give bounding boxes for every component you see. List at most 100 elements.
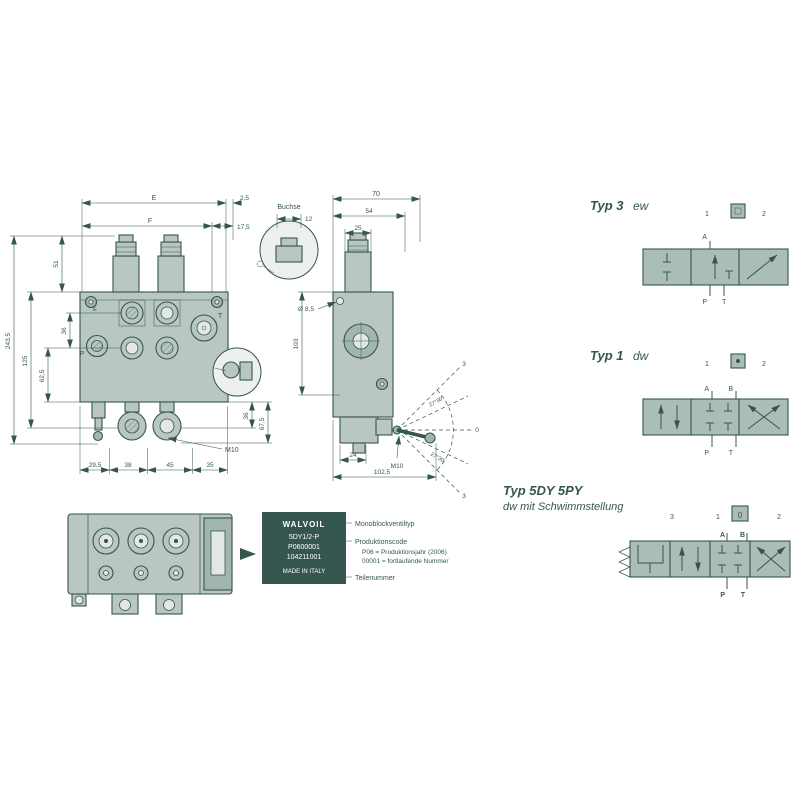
dim-67-5: 67,5: [259, 417, 266, 430]
dim-103: 103: [293, 338, 300, 349]
typ5-pos-3: 3: [670, 514, 674, 521]
plate-background: [262, 512, 346, 584]
label-m10-front: M10: [225, 447, 239, 454]
dim-243-5: 243,5: [5, 332, 12, 349]
typ5-port-p: P: [720, 592, 725, 599]
typ5-float-box: [731, 505, 749, 522]
work-ports: [120, 301, 179, 360]
callout-prod-note1: P06 = Produktionsjahr (2006): [362, 549, 447, 556]
plate-part-number: 104211001: [287, 554, 322, 561]
dim-dia-8-5: Ø 8,5: [298, 306, 314, 313]
dim-17-5: 17,5: [237, 224, 250, 231]
typ1-pos-2: 2: [762, 361, 766, 368]
plate-model: 5DY1/2-P: [289, 534, 320, 541]
dim-45: 45: [166, 462, 174, 469]
typ1-pos-1: 1: [705, 361, 709, 368]
typ3-title: Typ 3: [590, 198, 624, 213]
pointer-arrow: [240, 548, 256, 560]
detail-balloon-plug: [212, 347, 262, 397]
typ5-port-t: T: [741, 592, 746, 599]
callout-valve-type: Monoblockventiltyp: [355, 521, 415, 528]
side-spool-tower: [344, 232, 372, 293]
side-view: 70 54 25 Ø 8,5 103 24 102,5 M10 3 0 3 27…: [293, 191, 479, 500]
schematic-typ3: Typ 3 ew 1 2 A P T: [590, 198, 789, 306]
typ3-port-a: A: [702, 234, 707, 241]
typ3-port-p: P: [702, 299, 707, 306]
typ5-port-b: B: [740, 532, 745, 539]
name-plate: WALVOIL 5DY1/2-P P0600001 104211001 MADE…: [262, 512, 449, 584]
dim-35: 35: [206, 462, 214, 469]
callout-part-number: Teilenummer: [355, 575, 396, 582]
dim-f: F: [148, 218, 152, 225]
typ1-port-t: T: [729, 450, 734, 457]
plate-prod-code: P0600001: [288, 544, 320, 551]
typ3-pos-2: 2: [762, 211, 766, 218]
schematic-typ5: Typ 5DY 5PY dw mit Schwimmstellung 3 1 0…: [503, 483, 791, 599]
callout-prod-note2: 00001 = fortlaufende Nummer: [362, 558, 449, 565]
lever-pos-bottom: 3: [462, 493, 466, 500]
dim-e: E: [152, 195, 157, 202]
dim-12: 12: [305, 216, 313, 223]
detail-title: Buchse: [277, 204, 300, 211]
spool-tower-2: [157, 234, 185, 293]
label-port-t: T: [218, 313, 223, 320]
dim-38: 38: [124, 462, 132, 469]
typ5-spring: [618, 546, 631, 578]
typ1-valve-body: [642, 398, 789, 436]
dim-25: 25: [354, 225, 362, 232]
typ1-port-p: P: [704, 450, 709, 457]
front-dimension-lines: [11, 200, 271, 473]
typ3-subtitle: ew: [633, 199, 650, 213]
boss-square-2: [153, 299, 181, 327]
dim-29-5: 29,5: [89, 462, 102, 469]
bottom-spool-ends: [117, 401, 182, 441]
typ5-symbols: [637, 545, 786, 573]
mounting-tabs: [71, 593, 183, 615]
dim-2-5: 2,5: [240, 195, 249, 202]
lever-pos-mid: 0: [475, 427, 479, 434]
lever-pos-top: 3: [462, 361, 466, 368]
top-spool-bores: [92, 527, 190, 581]
lever-travel-fan: [396, 366, 472, 494]
typ5-pos-0: 0: [738, 510, 743, 520]
dim-125: 125: [22, 355, 29, 366]
dim-62-5: 62,5: [39, 369, 46, 382]
typ5-title: Typ 5DY 5PY: [503, 483, 584, 498]
front-view: E 2,5 F 17,5 51 36 62,5 125 243,5 36 67,…: [5, 195, 272, 474]
top-view: [67, 513, 256, 615]
typ5-pos-1: 1: [716, 514, 720, 521]
typ3-port-t: T: [722, 299, 727, 306]
typ5-port-a: A: [720, 532, 725, 539]
typ1-port-b: B: [728, 386, 733, 393]
plate-brand: WALVOIL: [283, 520, 326, 529]
detail-buchse: Buchse 12: [256, 204, 319, 280]
label-port-p: P: [80, 351, 85, 358]
dim-51: 51: [53, 260, 60, 268]
dim-54: 54: [365, 208, 373, 215]
label-m10-side: M10: [391, 463, 404, 470]
spool-tower-1: [112, 234, 140, 293]
side-stud: [352, 442, 366, 454]
typ1-symbols: [658, 403, 781, 431]
mark-e: E: [93, 307, 97, 313]
typ1-title: Typ 1: [590, 348, 623, 363]
typ5-subtitle: dw mit Schwimmstellung: [503, 501, 624, 513]
typ3-detent-box: [730, 203, 746, 219]
lever-angle-down: 27°30': [429, 452, 445, 465]
typ5-pos-2: 2: [777, 514, 781, 521]
callout-prod-code: Produktionscode: [355, 539, 407, 546]
typ1-subtitle: dw: [633, 349, 650, 363]
lever-angle-up: 27°30': [428, 396, 444, 409]
schematic-typ1: Typ 1 dw 1 2 A B P T: [590, 348, 789, 457]
typ1-port-a: A: [704, 386, 709, 393]
dim-36-left: 36: [61, 327, 68, 335]
dim-24: 24: [349, 452, 357, 459]
plate-origin: MADE IN ITALY: [283, 569, 325, 575]
relief-valve: [91, 401, 106, 442]
typ3-pos-1: 1: [705, 211, 709, 218]
dim-102-5: 102,5: [374, 469, 391, 476]
lever-assembly: [375, 418, 436, 444]
dim-70: 70: [372, 191, 380, 198]
